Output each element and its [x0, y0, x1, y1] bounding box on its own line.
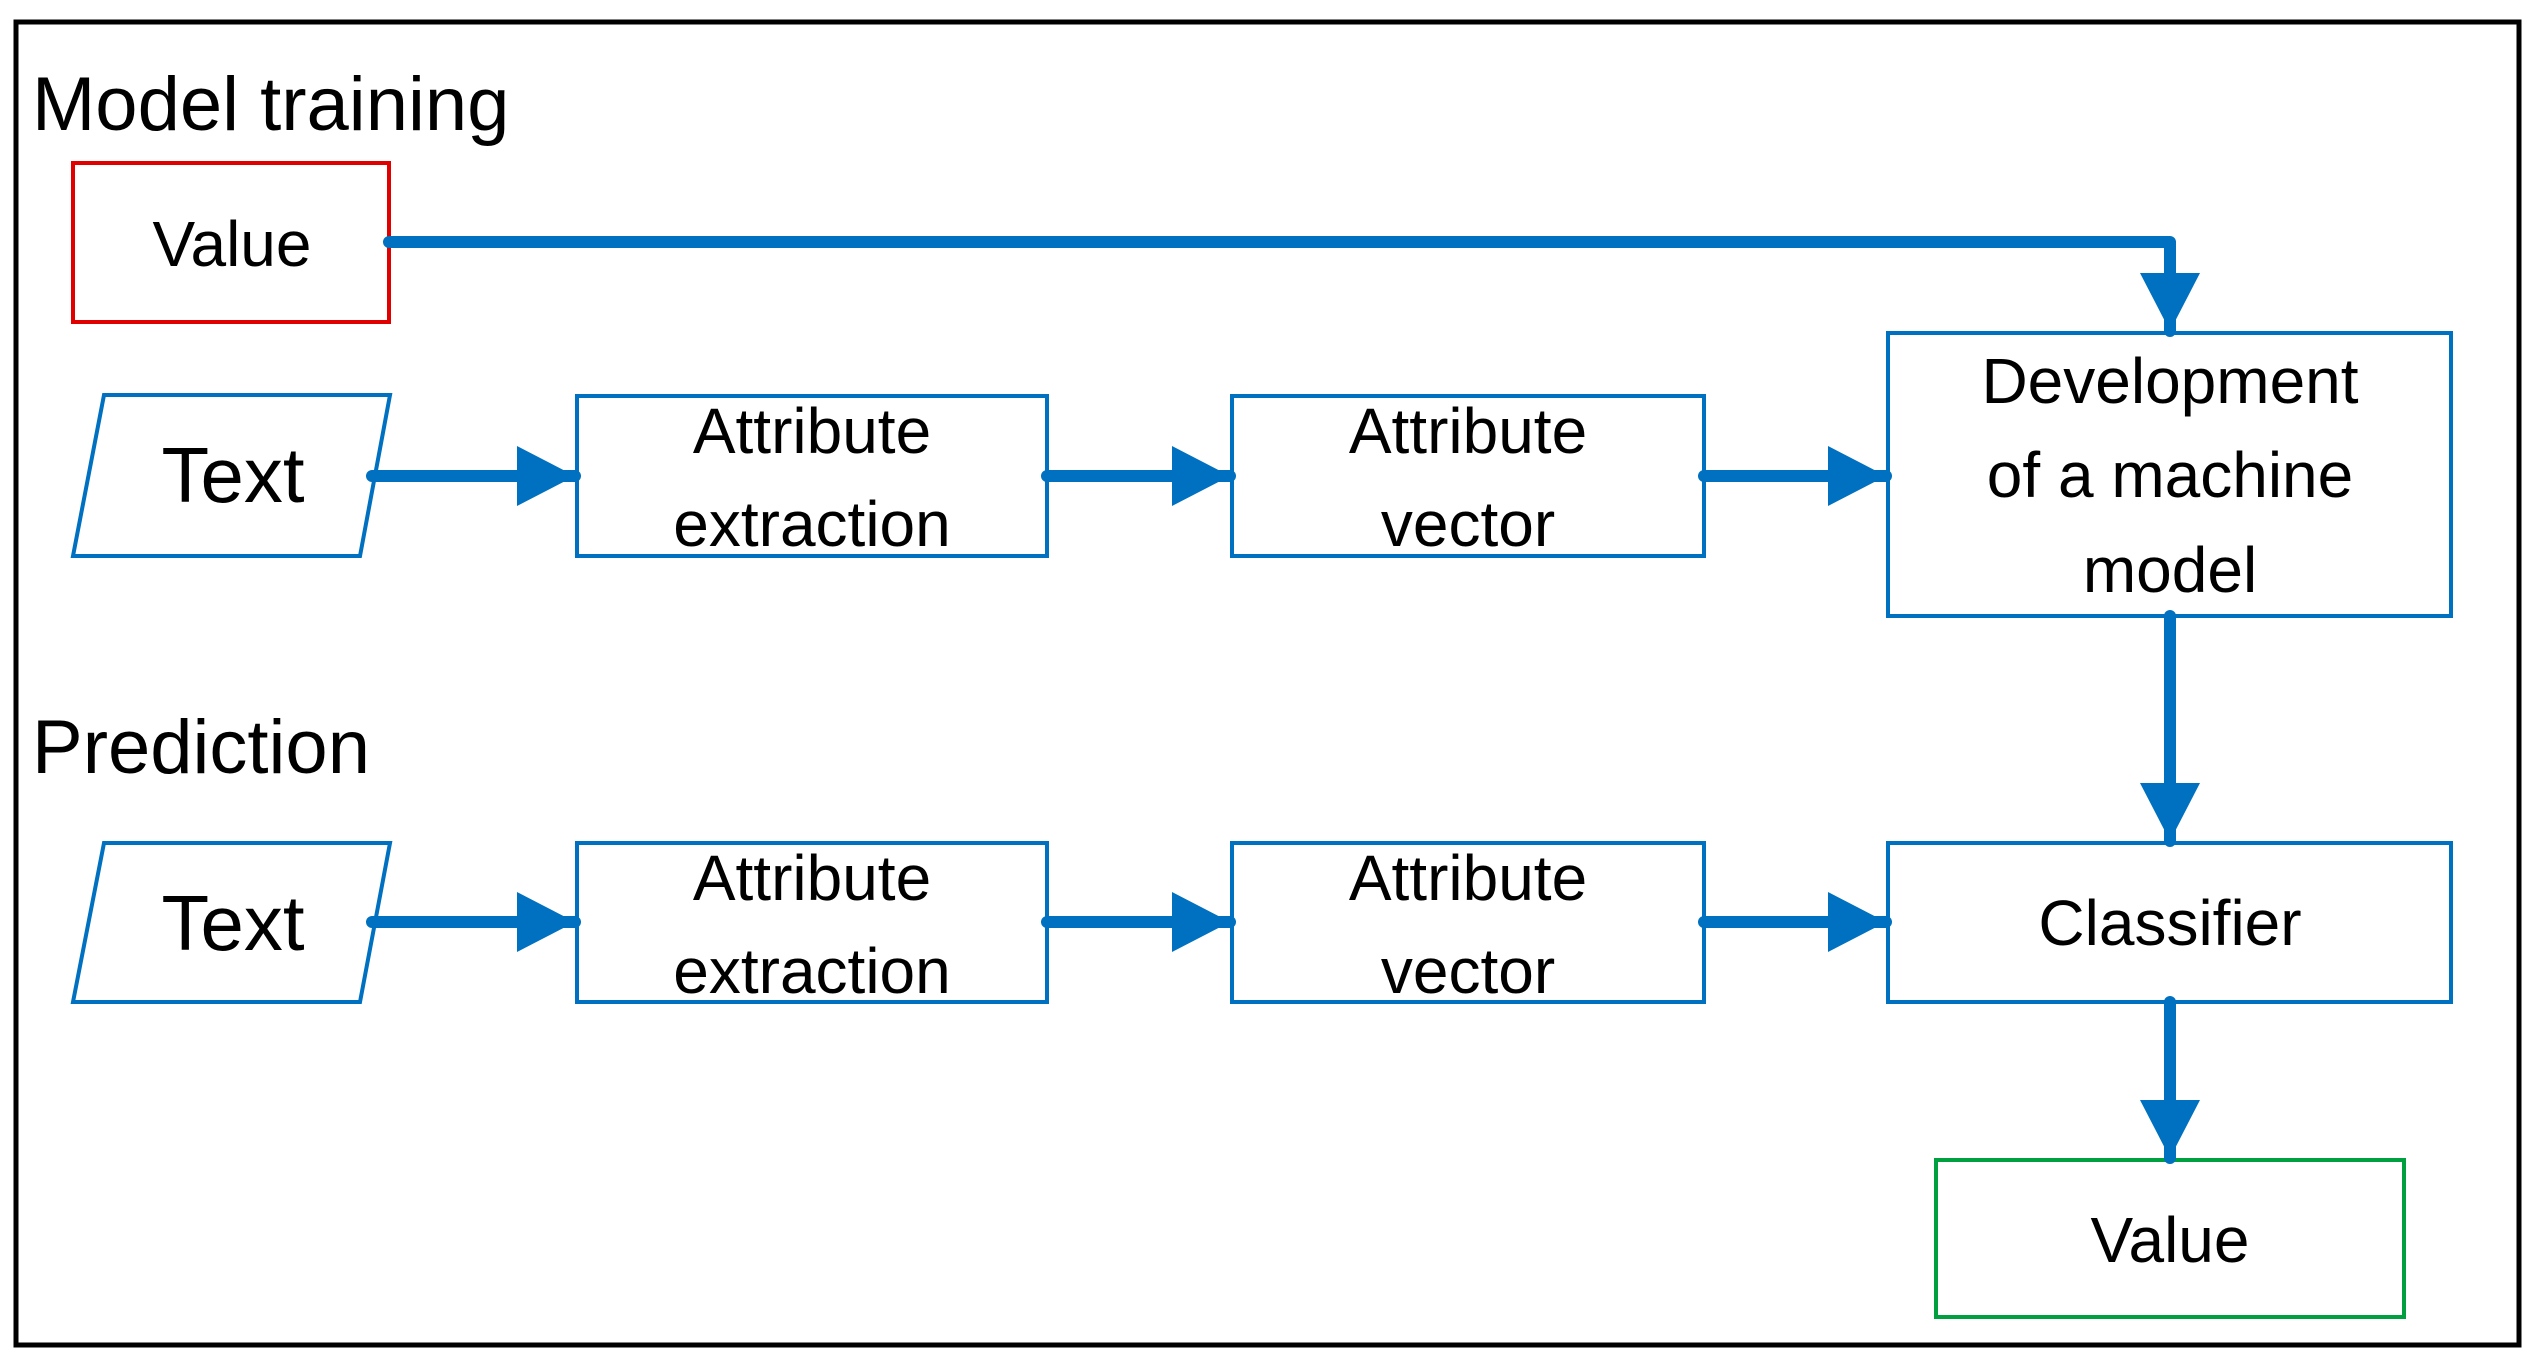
- arrow-value-to-model: [383, 236, 2200, 337]
- prediction-value-label: Value: [2091, 1204, 2250, 1276]
- training-vector-line2: vector: [1381, 488, 1555, 560]
- training-extraction-line2: extraction: [673, 488, 950, 560]
- training-text-label: Text: [161, 431, 304, 519]
- prediction-extraction-line1: Attribute: [693, 842, 931, 914]
- classifier-label: Classifier: [2038, 887, 2301, 959]
- model-development-line3: model: [2083, 534, 2257, 606]
- prediction-extraction-line2: extraction: [673, 935, 950, 1007]
- training-value-box: Value: [71, 161, 391, 324]
- prediction-vector-line1: Attribute: [1349, 842, 1587, 914]
- model-development-line1: Development: [1981, 345, 2358, 417]
- outer-frame: [13, 19, 2522, 1348]
- training-attribute-vector-box: Attribute vector: [1230, 394, 1706, 560]
- training-vector-line1: Attribute: [1349, 395, 1587, 467]
- prediction-attribute-extraction-box: Attribute extraction: [575, 841, 1049, 1007]
- prediction-value-box: Value: [1934, 1158, 2406, 1319]
- classifier-box: Classifier: [1886, 841, 2453, 1004]
- prediction-attribute-vector-box: Attribute vector: [1230, 841, 1706, 1007]
- model-development-line2: of a machine: [1987, 439, 2353, 511]
- training-value-label: Value: [153, 208, 312, 280]
- prediction-text-input-shape: Text: [70, 841, 393, 1004]
- training-extraction-line1: Attribute: [693, 395, 931, 467]
- prediction-vector-line2: vector: [1381, 935, 1555, 1007]
- model-development-box: Development of a machine model: [1886, 331, 2453, 618]
- section-title-prediction: Prediction: [32, 705, 370, 790]
- prediction-text-label: Text: [161, 879, 304, 967]
- training-attribute-extraction-box: Attribute extraction: [575, 394, 1049, 560]
- training-text-input-shape: Text: [70, 393, 393, 558]
- section-title-model-training: Model training: [32, 62, 509, 147]
